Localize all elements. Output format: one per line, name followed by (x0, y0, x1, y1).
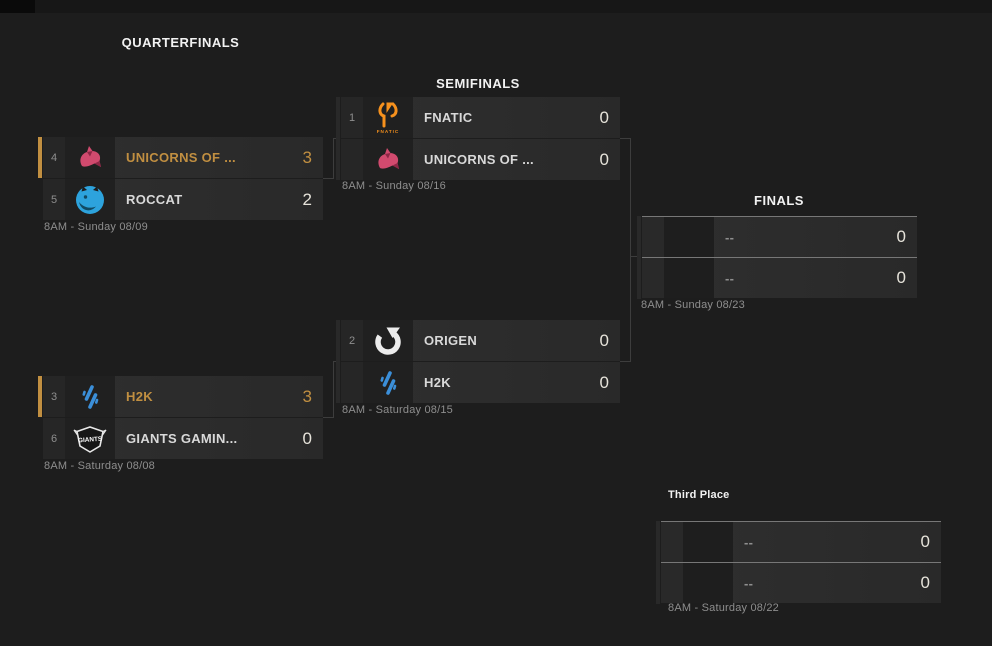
seed-number (642, 217, 664, 257)
team-row-roccat[interactable]: 5 ROCCAT 2 (43, 179, 323, 220)
team-score: 0 (302, 428, 312, 448)
match-semifinal-2: 2 ORIGEN 0 (336, 320, 620, 403)
team-row-tbd[interactable]: -- 0 (661, 521, 941, 562)
connector-sf-v (630, 138, 631, 362)
fnatic-logo-text: FNATIC (377, 129, 400, 134)
unicorns-of-love-logo-icon (65, 137, 115, 178)
team-name: UNICORNS OF ... (126, 150, 236, 165)
connector-qf2-v (333, 361, 334, 418)
tbd-logo-placeholder (683, 522, 733, 562)
semifinals-header: SEMIFINALS (436, 76, 520, 91)
connector-qf2-h (323, 417, 334, 418)
finals-header: FINALS (754, 193, 804, 208)
winner-indicator-bar (656, 521, 660, 604)
match-date: 8AM - Sunday 08/09 (44, 221, 148, 233)
connector-sf2-out (620, 361, 631, 362)
seed-number (661, 522, 683, 562)
winner-indicator-bar (336, 97, 340, 180)
seed-number: 1 (341, 97, 363, 138)
giants-logo-text: GIANTS (78, 435, 103, 444)
team-name: -- (744, 575, 754, 591)
team-name: -- (744, 534, 754, 550)
origen-logo-icon (363, 320, 413, 361)
connector-sf1-in (333, 138, 337, 139)
seed-number: 2 (341, 320, 363, 361)
tbd-logo-placeholder (683, 563, 733, 603)
seed-number: 5 (43, 179, 65, 220)
team-score: 0 (896, 268, 906, 287)
team-row-h2k[interactable]: 3 H2K 3 (43, 376, 323, 417)
seed-number (642, 258, 664, 298)
match-semifinal-1: 1 FNATIC FNATIC 0 (336, 97, 620, 180)
team-name: H2K (424, 375, 451, 390)
team-name: FNATIC (424, 110, 473, 125)
winner-indicator-bar (336, 320, 340, 403)
team-row-tbd[interactable]: -- 0 (642, 216, 917, 257)
unicorns-of-love-logo-icon (363, 139, 413, 180)
match-final: -- 0 -- 0 (637, 216, 917, 299)
team-row-h2k[interactable]: H2K 0 (341, 362, 620, 403)
tbd-logo-placeholder (664, 258, 714, 298)
team-row-unicorns[interactable]: 4 UNICORNS OF ... 3 (43, 137, 323, 178)
team-score: 0 (599, 107, 609, 127)
match-date: 8AM - Saturday 08/08 (44, 460, 156, 472)
team-score: 3 (302, 386, 312, 406)
tbd-logo-placeholder (664, 217, 714, 257)
team-row-tbd[interactable]: -- 0 (661, 562, 941, 603)
team-name: -- (725, 270, 735, 286)
team-name: ORIGEN (424, 333, 478, 348)
team-score: 2 (302, 189, 312, 209)
seed-number: 4 (43, 137, 65, 178)
seed-number (341, 139, 363, 180)
match-date: 8AM - Saturday 08/22 (668, 602, 780, 614)
team-score: 0 (920, 532, 930, 551)
team-score: 0 (599, 330, 609, 350)
team-score: 0 (599, 149, 609, 169)
team-name: UNICORNS OF ... (424, 152, 534, 167)
connector-sf2-in (333, 361, 337, 362)
team-row-origen[interactable]: 2 ORIGEN 0 (341, 320, 620, 361)
match-quarterfinal-2: 3 H2K 3 6 (38, 376, 323, 459)
match-date: 8AM - Sunday 08/23 (641, 299, 745, 311)
roccat-logo-icon (65, 179, 115, 220)
team-row-fnatic[interactable]: 1 FNATIC FNATIC 0 (341, 97, 620, 138)
match-quarterfinal-1: 4 UNICORNS OF ... 3 5 (38, 137, 323, 220)
connector-sf1-out (620, 138, 631, 139)
team-name: GIANTS GAMIN... (126, 431, 238, 446)
seed-number: 6 (43, 418, 65, 459)
connector-final-in (630, 256, 641, 257)
top-left-block (0, 0, 35, 13)
seed-number (661, 563, 683, 603)
team-score: 0 (896, 227, 906, 246)
top-strip (0, 0, 992, 13)
winner-indicator-bar (637, 216, 641, 299)
team-name: ROCCAT (126, 192, 183, 207)
giants-gaming-logo-icon: GIANTS (65, 418, 115, 459)
h2k-logo-icon (65, 376, 115, 417)
match-date: 8AM - Sunday 08/16 (342, 180, 446, 192)
seed-number: 3 (43, 376, 65, 417)
team-score: 0 (920, 573, 930, 592)
quarterfinals-header: QUARTERFINALS (121, 35, 240, 50)
team-name: -- (725, 229, 735, 245)
winner-indicator-bar (38, 376, 42, 417)
connector-qf1-h (323, 178, 334, 179)
team-row-tbd[interactable]: -- 0 (642, 257, 917, 298)
match-date: 8AM - Saturday 08/15 (342, 404, 454, 416)
connector-qf1-v (333, 138, 334, 179)
fnatic-logo-icon: FNATIC (363, 97, 413, 138)
team-row-unicorns[interactable]: UNICORNS OF ... 0 (341, 139, 620, 180)
team-name: H2K (126, 389, 153, 404)
team-score: 3 (302, 147, 312, 167)
seed-number (341, 362, 363, 403)
third-place-header: Third Place (668, 489, 730, 501)
match-third-place: -- 0 -- 0 (656, 521, 941, 604)
team-score: 0 (599, 372, 609, 392)
winner-indicator-bar (38, 137, 42, 178)
h2k-logo-icon (363, 362, 413, 403)
team-row-giants[interactable]: 6 GIANTS GIANTS GAMIN... 0 (43, 418, 323, 459)
